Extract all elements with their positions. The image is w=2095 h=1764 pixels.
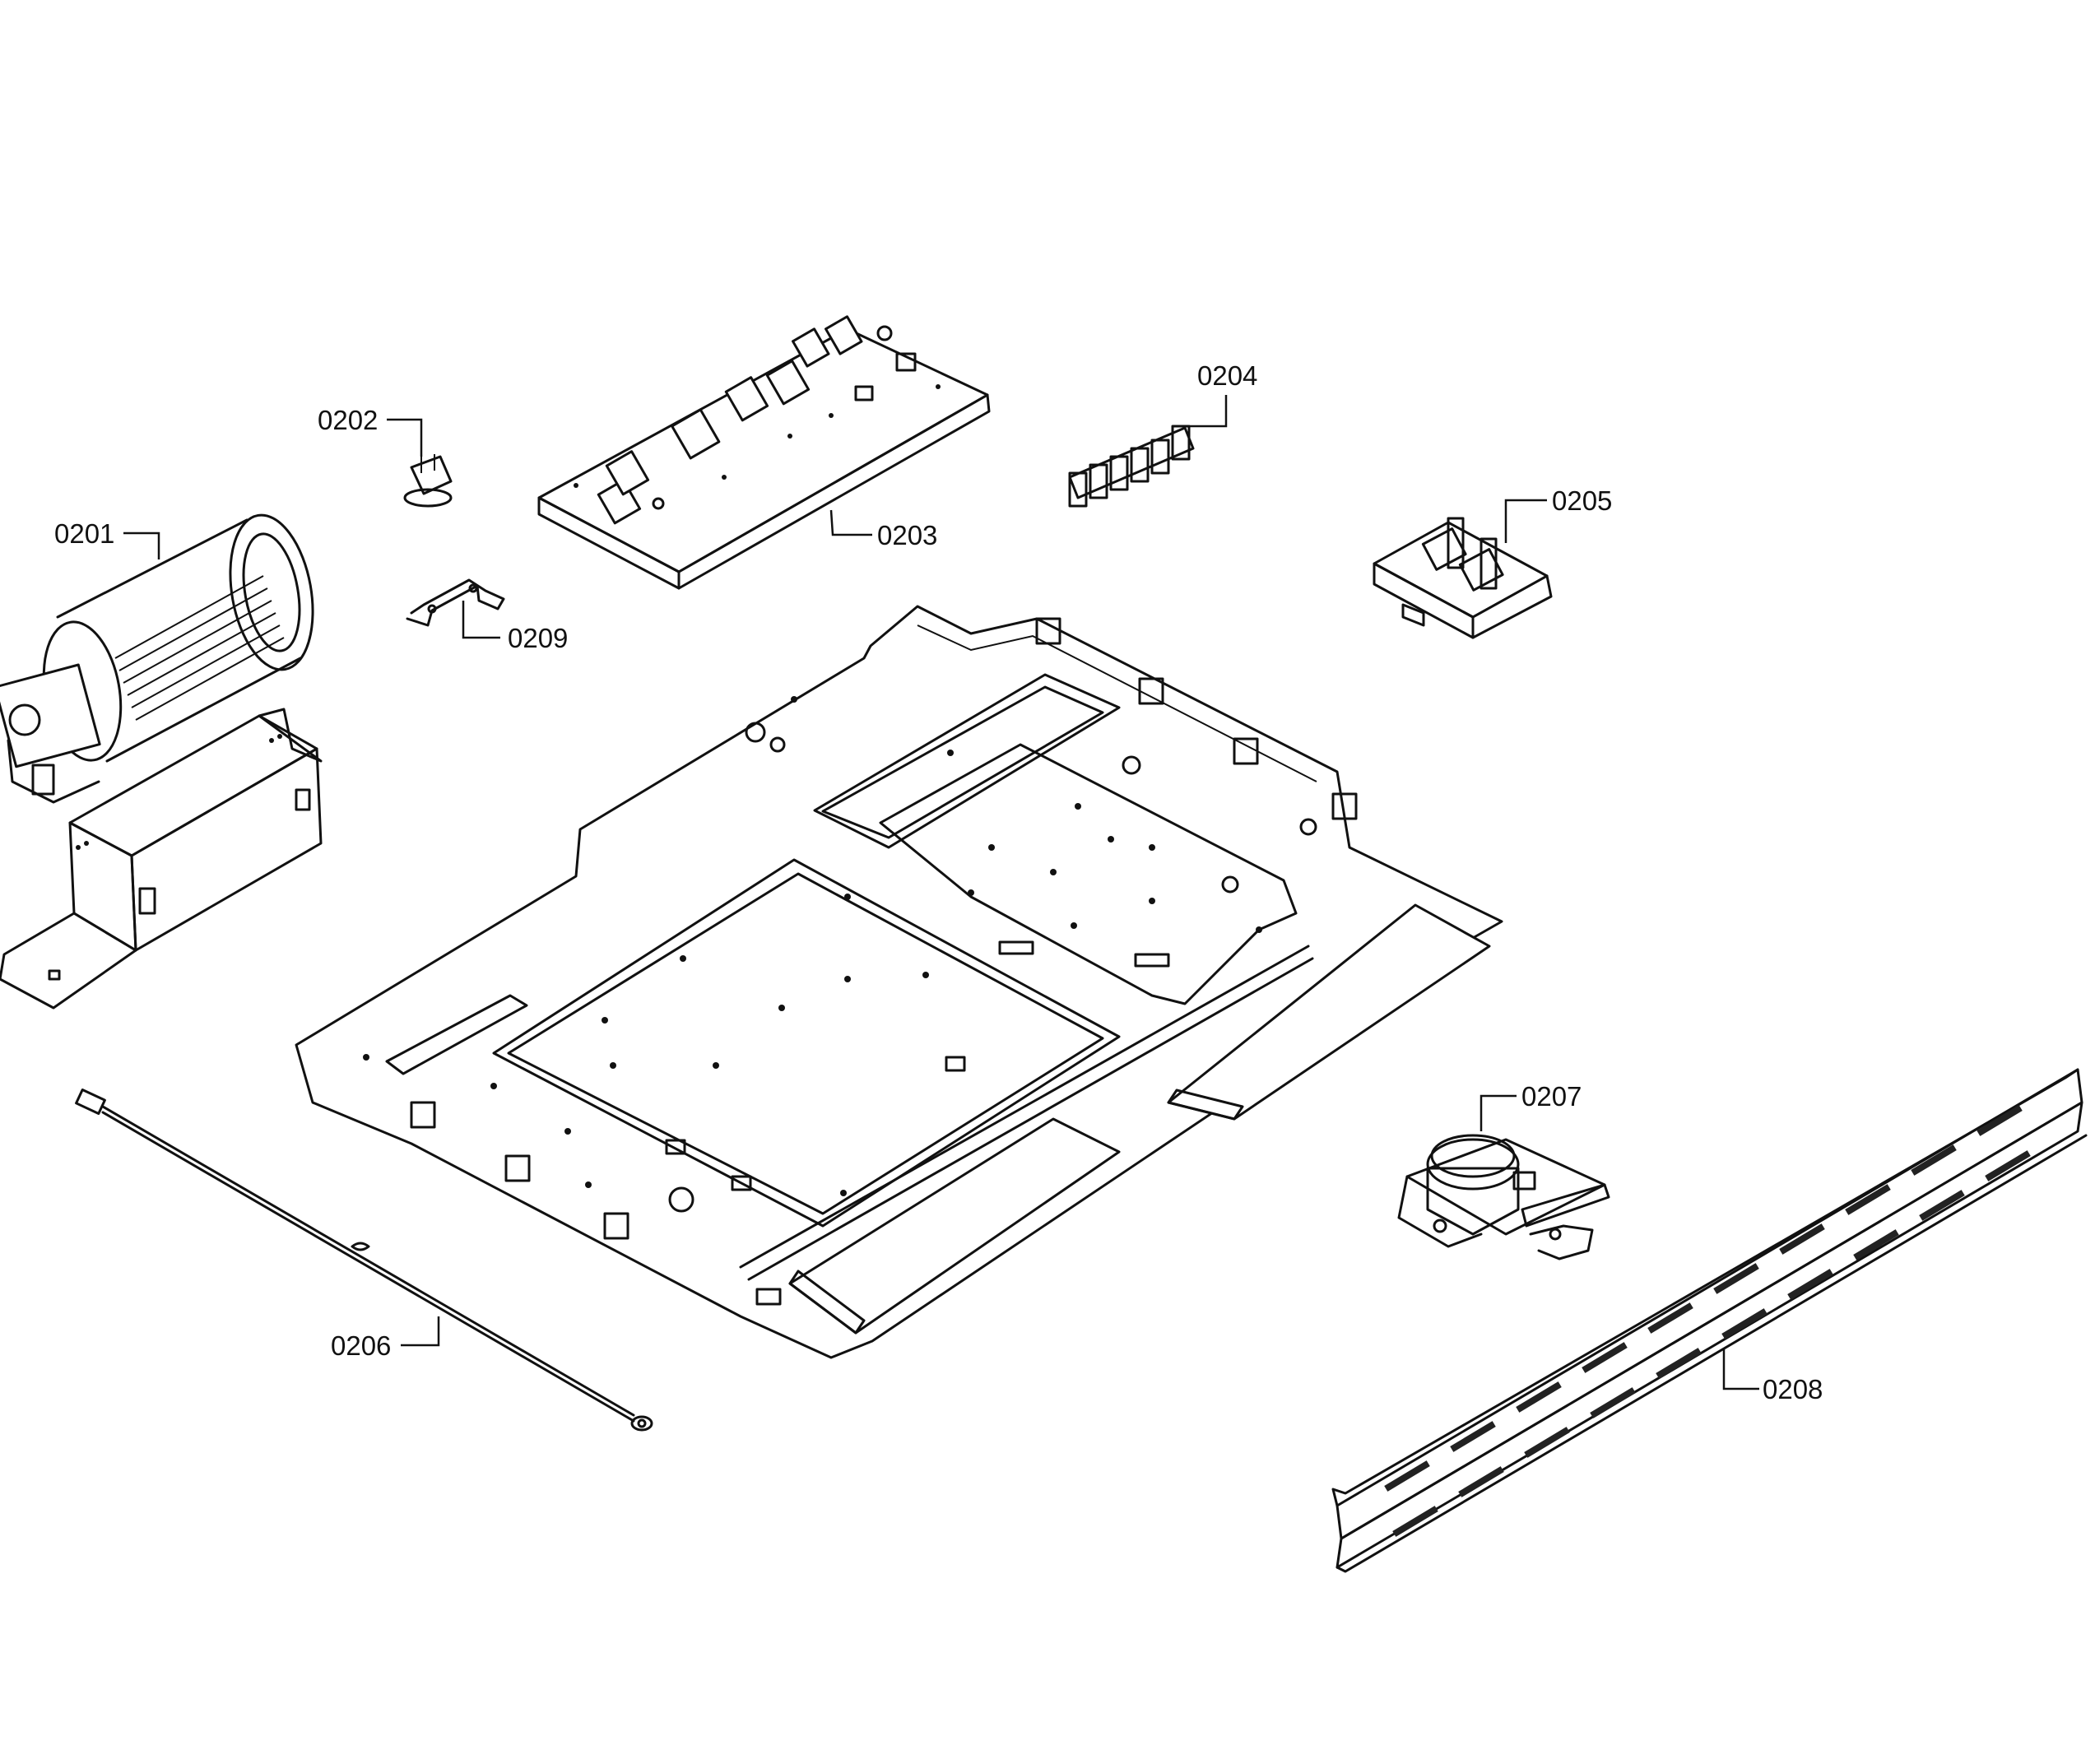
callout-0202: 0202: [318, 405, 378, 435]
part-0204-connector-block: [1068, 425, 1195, 508]
part-0207-door-lock-motor: [1397, 1134, 1610, 1260]
callout-0203: 0203: [877, 520, 937, 550]
part-0209-bracket: [406, 578, 505, 627]
part-0206-temperature-sensor: [75, 1089, 653, 1432]
callout-0204: 0204: [1197, 360, 1257, 391]
callout-labels: 0201 0202 0203 0204 0205 0206 0207 0208 …: [54, 360, 1823, 1404]
callout-0206: 0206: [331, 1330, 391, 1361]
callout-0209: 0209: [508, 623, 568, 653]
callout-0205: 0205: [1552, 485, 1612, 516]
callout-0201: 0201: [54, 518, 114, 549]
part-0202-thermostat: [403, 454, 453, 508]
part-0208-side-rail: [1331, 1068, 2088, 1573]
blower-mounting-bracket: [0, 708, 323, 1010]
base-plate: [295, 605, 1503, 1359]
callout-leaders: [123, 395, 1759, 1390]
callout-0208: 0208: [1763, 1374, 1823, 1404]
part-0205-relay-housing: [1373, 517, 1553, 639]
callout-0207: 0207: [1521, 1081, 1582, 1112]
rail-slots: [1384, 1105, 2031, 1537]
part-0203-control-board: [537, 315, 991, 590]
part-0201-blower-fan: [0, 513, 314, 804]
